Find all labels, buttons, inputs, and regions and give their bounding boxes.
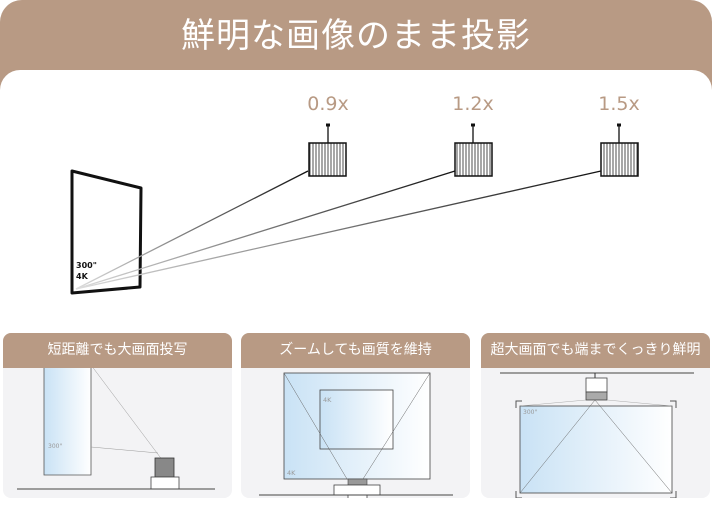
- screen-size-label: 300": [48, 443, 62, 450]
- panel-title: 超大画面でも端までくっきり鮮明: [481, 333, 710, 368]
- zoom-diagram: 300" 4K 0.9x 1.2x 1.5x: [70, 93, 640, 295]
- ray-0.9x: [75, 170, 309, 290]
- projector-1.5x: 1.5x: [598, 93, 640, 177]
- projector-0.9x: 0.9x: [307, 93, 349, 177]
- panel-short-throw: 短距離でも大画面投写 300": [3, 333, 232, 498]
- screen-size-label: 300": [76, 261, 97, 270]
- outer-resolution-label: 4K: [287, 469, 296, 477]
- resolution-label: 4K: [76, 272, 89, 281]
- screen: [519, 405, 673, 494]
- panel-zoom-quality: ズームしても画質を維持 4K 4K: [241, 333, 470, 498]
- ray-1.5x: [75, 170, 602, 290]
- svg-text:1.2x: 1.2x: [452, 93, 493, 115]
- projector-icon: [585, 377, 608, 393]
- panel-title: 短距離でも大画面投写: [3, 333, 232, 368]
- page-title: 鮮明な画像のまま投影: [181, 16, 531, 56]
- svg-text:0.9x: 0.9x: [307, 93, 348, 115]
- screen: [43, 368, 92, 476]
- panel-ultra-large: 超大画面でも端までくっきり鮮明 300": [481, 333, 710, 498]
- inner-screen: [319, 389, 394, 450]
- screen-size-label: 300": [523, 409, 537, 416]
- inner-resolution-label: 4K: [323, 396, 332, 404]
- projector-icon: [154, 457, 175, 478]
- projector-1.2x: 1.2x: [452, 93, 494, 177]
- panel-title: ズームしても画質を維持: [241, 333, 470, 368]
- ray-1.2x: [75, 170, 456, 290]
- projection-screen: [70, 169, 143, 295]
- svg-text:1.5x: 1.5x: [598, 93, 639, 115]
